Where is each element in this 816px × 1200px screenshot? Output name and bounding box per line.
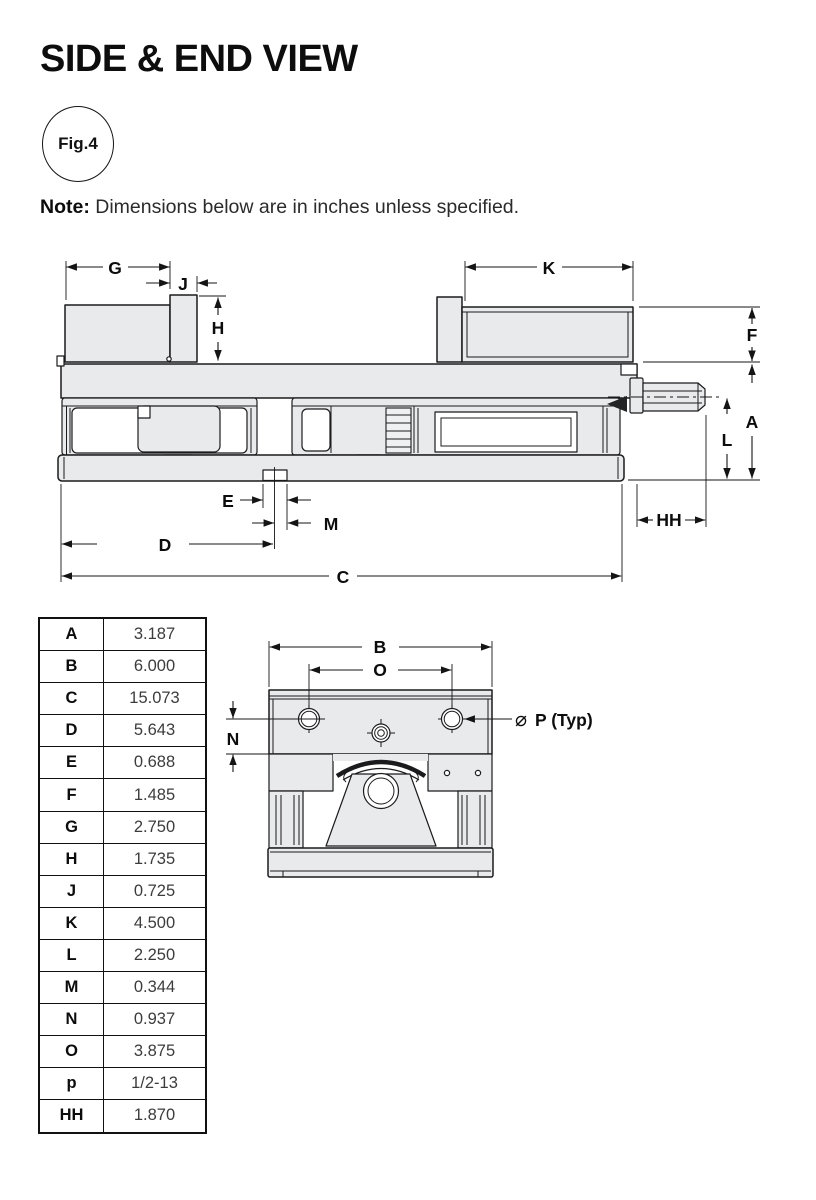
dim-label-HH: HH <box>656 510 681 530</box>
dim-letter: L <box>38 938 104 973</box>
dim-letter: M <box>38 971 104 1005</box>
dim-letter: H <box>38 842 104 876</box>
dim-letter: F <box>38 778 104 812</box>
note-text: Dimensions below are in inches unless sp… <box>95 196 520 218</box>
dim-label-K: K <box>543 258 556 278</box>
dim-value: 0.344 <box>103 971 207 1005</box>
dim-value: 1.485 <box>103 778 207 812</box>
figure-badge: Fig.4 <box>42 106 114 182</box>
dim-label-C: C <box>337 567 350 587</box>
dim-value: 6.000 <box>103 650 207 684</box>
dim-letter: p <box>38 1067 104 1101</box>
dim-value: 3.875 <box>103 1035 207 1069</box>
dim-value: 1.735 <box>103 842 207 876</box>
dim-value: 0.725 <box>103 874 207 908</box>
note-label: Note: <box>40 196 90 218</box>
side-view-dimensions: G J H K F A <box>60 258 760 587</box>
dim-label-M: M <box>324 514 339 534</box>
end-view-dimensions: B O N ⌀ P (Typ) <box>226 637 593 772</box>
dim-letter: A <box>38 617 104 652</box>
dim-label-G: G <box>108 258 122 278</box>
dim-letter: D <box>38 714 104 748</box>
dim-label-H: H <box>212 318 225 338</box>
dim-value: 1/2-13 <box>103 1067 207 1101</box>
dim-value: 15.073 <box>103 682 207 716</box>
dim-label-J: J <box>178 274 188 294</box>
page-title: SIDE & END VIEW <box>40 38 358 80</box>
dim-value: 4.500 <box>103 906 207 940</box>
dim-letter: B <box>38 650 104 684</box>
dim-label-E: E <box>222 491 234 511</box>
end-view-drawing: B O N ⌀ P (Typ) <box>226 637 593 878</box>
dim-label-B: B <box>374 637 387 657</box>
dim-value: 5.643 <box>103 714 207 748</box>
dim-letter: O <box>38 1035 104 1069</box>
diameter-symbol: ⌀ <box>515 707 527 731</box>
dim-value: 2.750 <box>103 810 207 844</box>
dim-label-P: P (Typ) <box>535 710 593 730</box>
dim-value: 0.937 <box>103 1003 207 1037</box>
dim-label-F: F <box>747 325 758 345</box>
dim-label-D: D <box>159 535 172 555</box>
dim-letter: E <box>38 746 104 780</box>
dim-value: 1.870 <box>103 1099 207 1133</box>
dim-label-N: N <box>227 729 240 749</box>
note: Note: Dimensions below are in inches unl… <box>40 196 519 219</box>
dim-letter: J <box>38 874 104 908</box>
dim-value: 3.187 <box>103 617 207 652</box>
dim-label-A: A <box>746 412 759 432</box>
dim-letter: N <box>38 1003 104 1037</box>
dim-label-L: L <box>722 430 733 450</box>
dim-letter: K <box>38 906 104 940</box>
side-view-drawing: G J H K F A <box>56 258 760 587</box>
figure-label: Fig.4 <box>58 134 98 153</box>
dim-letter: G <box>38 810 104 844</box>
dim-letter: C <box>38 682 104 716</box>
end-view-part <box>226 689 494 878</box>
side-view-part <box>56 294 722 482</box>
dim-label-O: O <box>373 660 387 680</box>
dim-value: 0.688 <box>103 746 207 780</box>
dim-letter: HH <box>38 1099 104 1133</box>
dim-value: 2.250 <box>103 938 207 973</box>
